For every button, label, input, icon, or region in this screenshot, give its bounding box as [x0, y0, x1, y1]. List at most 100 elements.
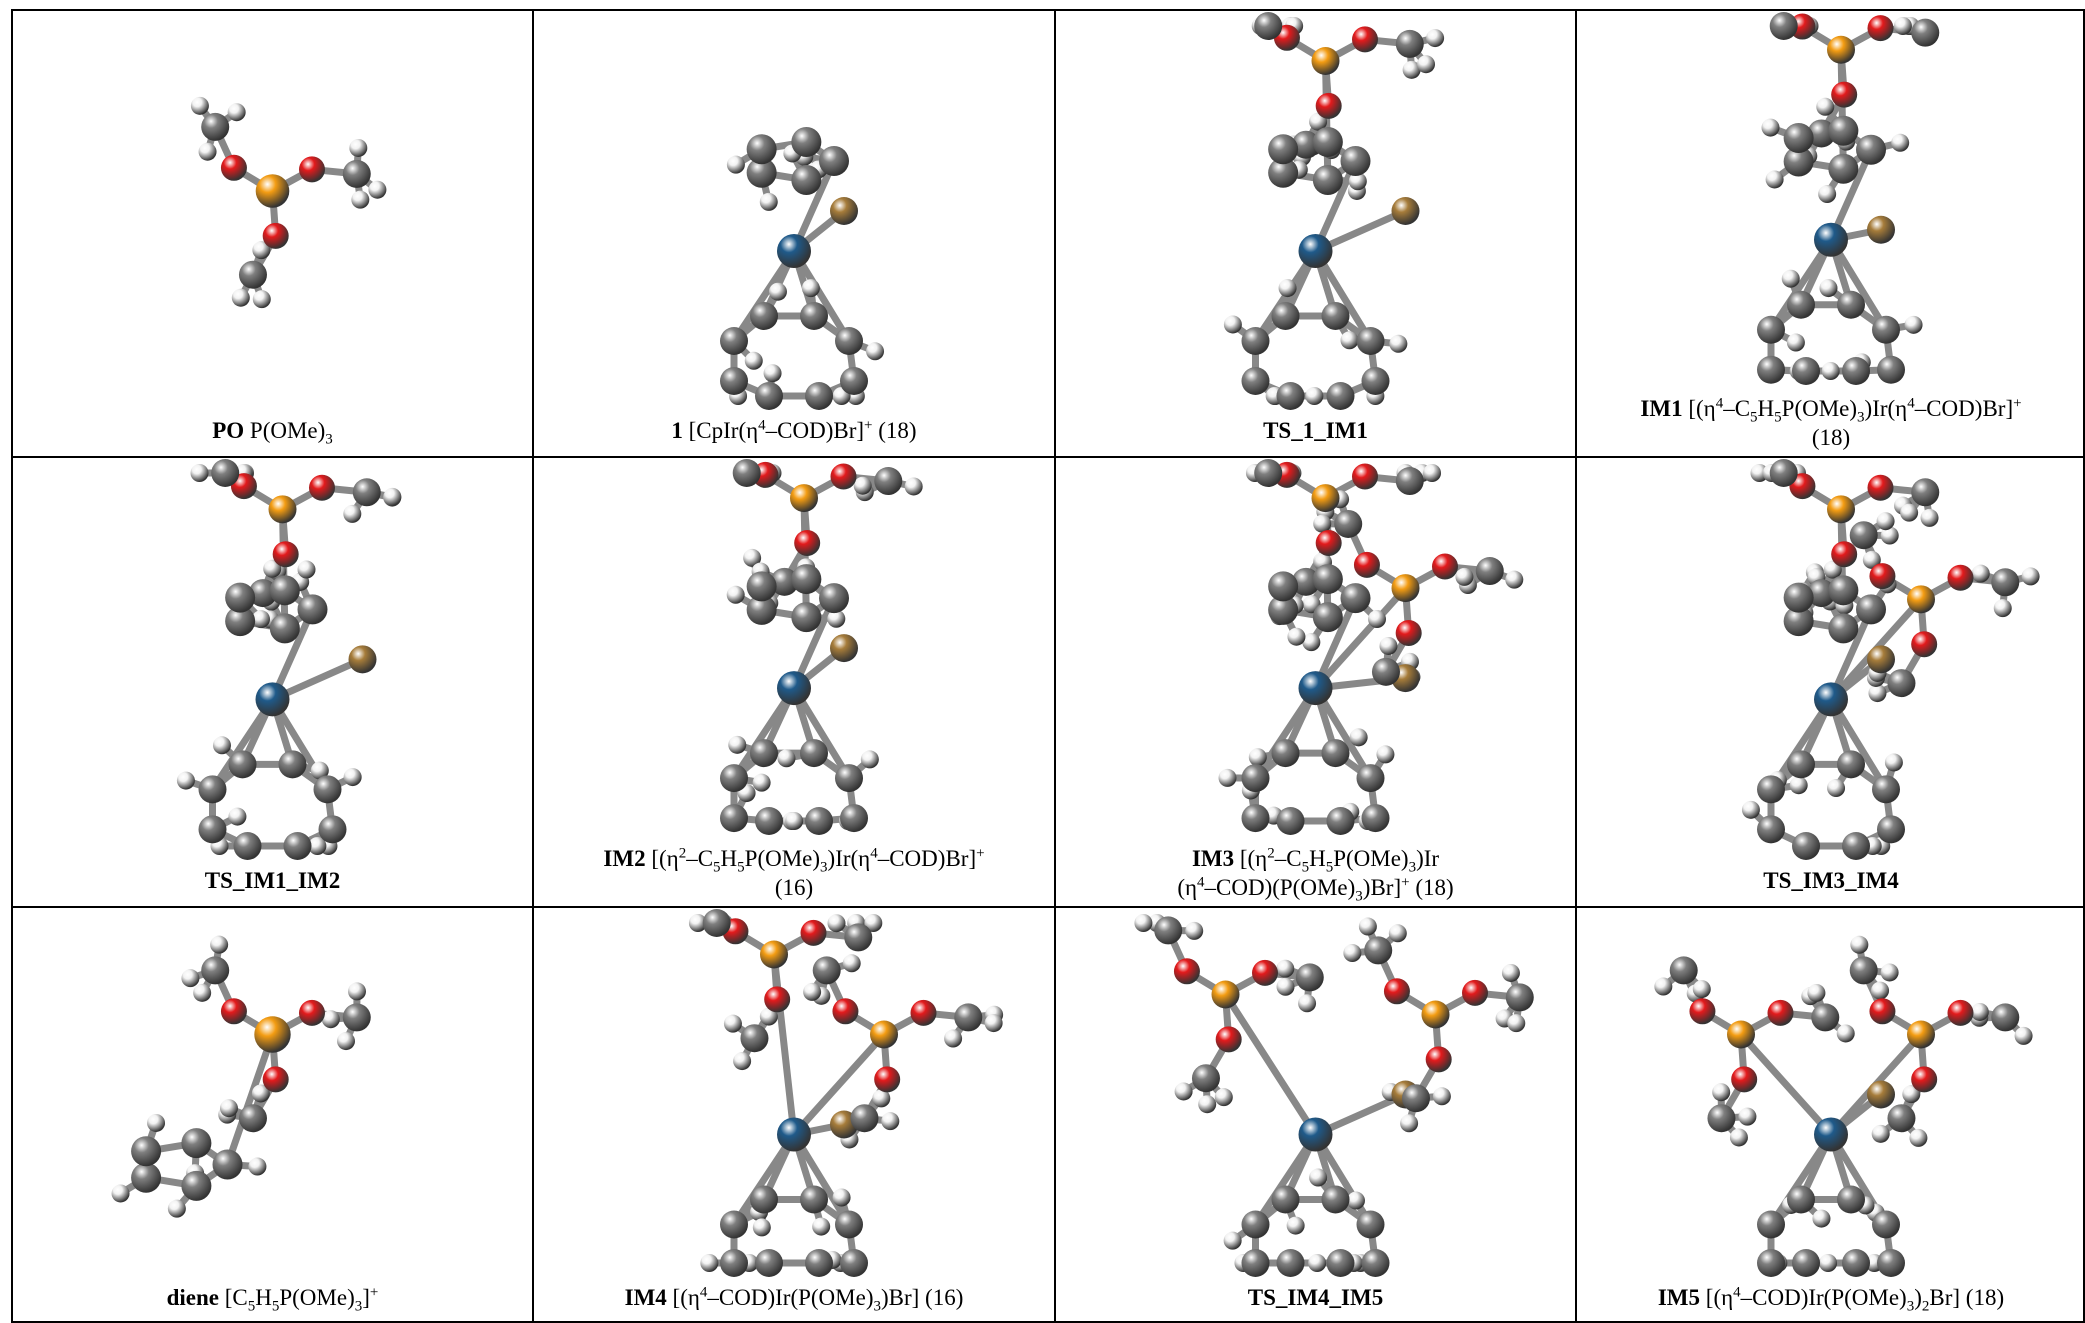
structure-label: diene: [166, 1285, 219, 1310]
atom-C: [1271, 302, 1300, 330]
atom-H: [1248, 748, 1267, 767]
bond: [224, 1031, 276, 1168]
atom-H: [1970, 1002, 1989, 1021]
atom-C: [1877, 815, 1905, 844]
atom-H: [1862, 550, 1881, 569]
formula-text: [(η4–C5H5P(OMe)3)Ir(η4–COD)Br]+: [1682, 395, 2022, 426]
atom-C: [740, 1024, 769, 1053]
atom-H: [251, 1084, 270, 1103]
structure-label: PO: [212, 418, 245, 443]
atom-C: [1887, 669, 1916, 698]
atom-H: [252, 290, 271, 309]
atom-C: [1291, 567, 1320, 596]
bond: [770, 951, 798, 1138]
atom-C: [720, 764, 748, 793]
atom-O: [1867, 15, 1894, 42]
atom-H: [1376, 745, 1395, 764]
formula-text: [CpIr(η4–COD)Br]+ (18): [682, 417, 917, 443]
atom-H: [1305, 387, 1324, 405]
atom-H: [744, 351, 763, 370]
formula-text-line2: (η4–COD)(P(OMe)3)Br]+ (18): [1177, 874, 1454, 905]
atom-H: [1891, 133, 1910, 152]
atom-Br: [830, 197, 858, 225]
atom-C: [1828, 613, 1859, 644]
atom-C: [1837, 290, 1865, 319]
atom-C: [1326, 1249, 1355, 1277]
bond: [1312, 584, 1409, 692]
atom-H: [1276, 959, 1295, 978]
bond: [1312, 684, 1374, 782]
atom-Ir: [777, 671, 811, 706]
atom-C: [1787, 290, 1815, 319]
atom-C: [1356, 327, 1385, 355]
structures-table: PO P(OMe)3 1 [CpIr(η4–COD)Br]+ (18)TS_1_I…: [11, 9, 2085, 1323]
atom-P: [268, 495, 297, 524]
atom-O: [1251, 959, 1278, 986]
atom-Br: [1391, 197, 1420, 225]
atom-H: [343, 504, 362, 523]
atom-H: [1818, 185, 1837, 204]
atom-Br: [348, 645, 377, 674]
atom-C: [720, 1249, 748, 1277]
atom-H: [1904, 315, 1923, 334]
atom-H: [1343, 944, 1362, 963]
atom-C: [1991, 568, 2020, 597]
atom-H: [1712, 1083, 1731, 1102]
atom-C: [819, 146, 849, 176]
atom-P: [1311, 47, 1340, 75]
atom-O: [1461, 979, 1488, 1006]
atom-H: [1223, 315, 1242, 334]
atom-P: [254, 1016, 291, 1053]
atom-C: [1757, 1249, 1785, 1277]
atom-O: [1831, 81, 1858, 108]
atom-H: [1850, 935, 1869, 954]
atom-H: [1368, 610, 1387, 629]
atom-H: [1761, 118, 1780, 137]
atom-C: [1312, 126, 1343, 157]
atom-C: [746, 157, 777, 188]
atom-C: [835, 764, 863, 793]
atom-H: [1389, 334, 1408, 353]
structure-label: IM1: [1640, 396, 1683, 421]
atom-C: [198, 815, 227, 844]
structure-cell-1: 1 [CpIr(η4–COD)Br]+ (18): [534, 11, 1054, 456]
atom-H: [1505, 570, 1524, 589]
structure-caption: TS_IM1_IM2: [13, 866, 532, 895]
atom-O: [832, 998, 859, 1025]
atom-H: [1313, 514, 1332, 533]
atom-O: [1425, 1046, 1452, 1073]
structure-caption: IM2 [(η2–C5H5P(OMe)3)Ir(η4–COD)Br]+(16): [534, 844, 1054, 902]
atom-H: [1402, 60, 1421, 79]
atom-H: [297, 560, 316, 579]
table-horizontal-line: [11, 1321, 2085, 1323]
atom-Ir: [1298, 234, 1333, 268]
molecule-IM4: [688, 909, 1004, 1277]
atom-C: [1792, 357, 1820, 385]
atom-C: [1911, 18, 1940, 47]
atom-H: [210, 935, 229, 954]
atom-H: [904, 477, 923, 496]
atom-C: [1312, 165, 1343, 196]
atom-C: [1361, 367, 1390, 395]
atom-C: [1828, 575, 1859, 606]
atom-H: [1276, 977, 1295, 996]
atom-C: [791, 165, 822, 196]
formula-text: P(OMe)3: [244, 418, 333, 448]
atom-C: [1877, 355, 1905, 384]
atom-O: [1767, 999, 1794, 1026]
atom-C: [791, 602, 822, 633]
structure-cell-TS_1_IM1: TS_1_IM1: [1056, 11, 1575, 456]
atom-C: [750, 302, 778, 330]
atom-H: [872, 1089, 891, 1108]
table-horizontal-line: [11, 906, 2085, 908]
atom-H: [700, 1254, 719, 1272]
atom-H: [743, 548, 762, 567]
structure-cell-IM3: IM3 [(η2–C5H5P(OMe)3)Ir(η4–COD)(P(OMe)3)…: [1056, 458, 1575, 906]
atom-H: [1302, 633, 1321, 652]
atom-O: [764, 986, 791, 1013]
atom-H: [726, 155, 745, 174]
atom-C: [342, 159, 371, 188]
atom-H: [351, 190, 370, 209]
atom-H: [1819, 279, 1838, 298]
atom-C: [297, 594, 328, 625]
